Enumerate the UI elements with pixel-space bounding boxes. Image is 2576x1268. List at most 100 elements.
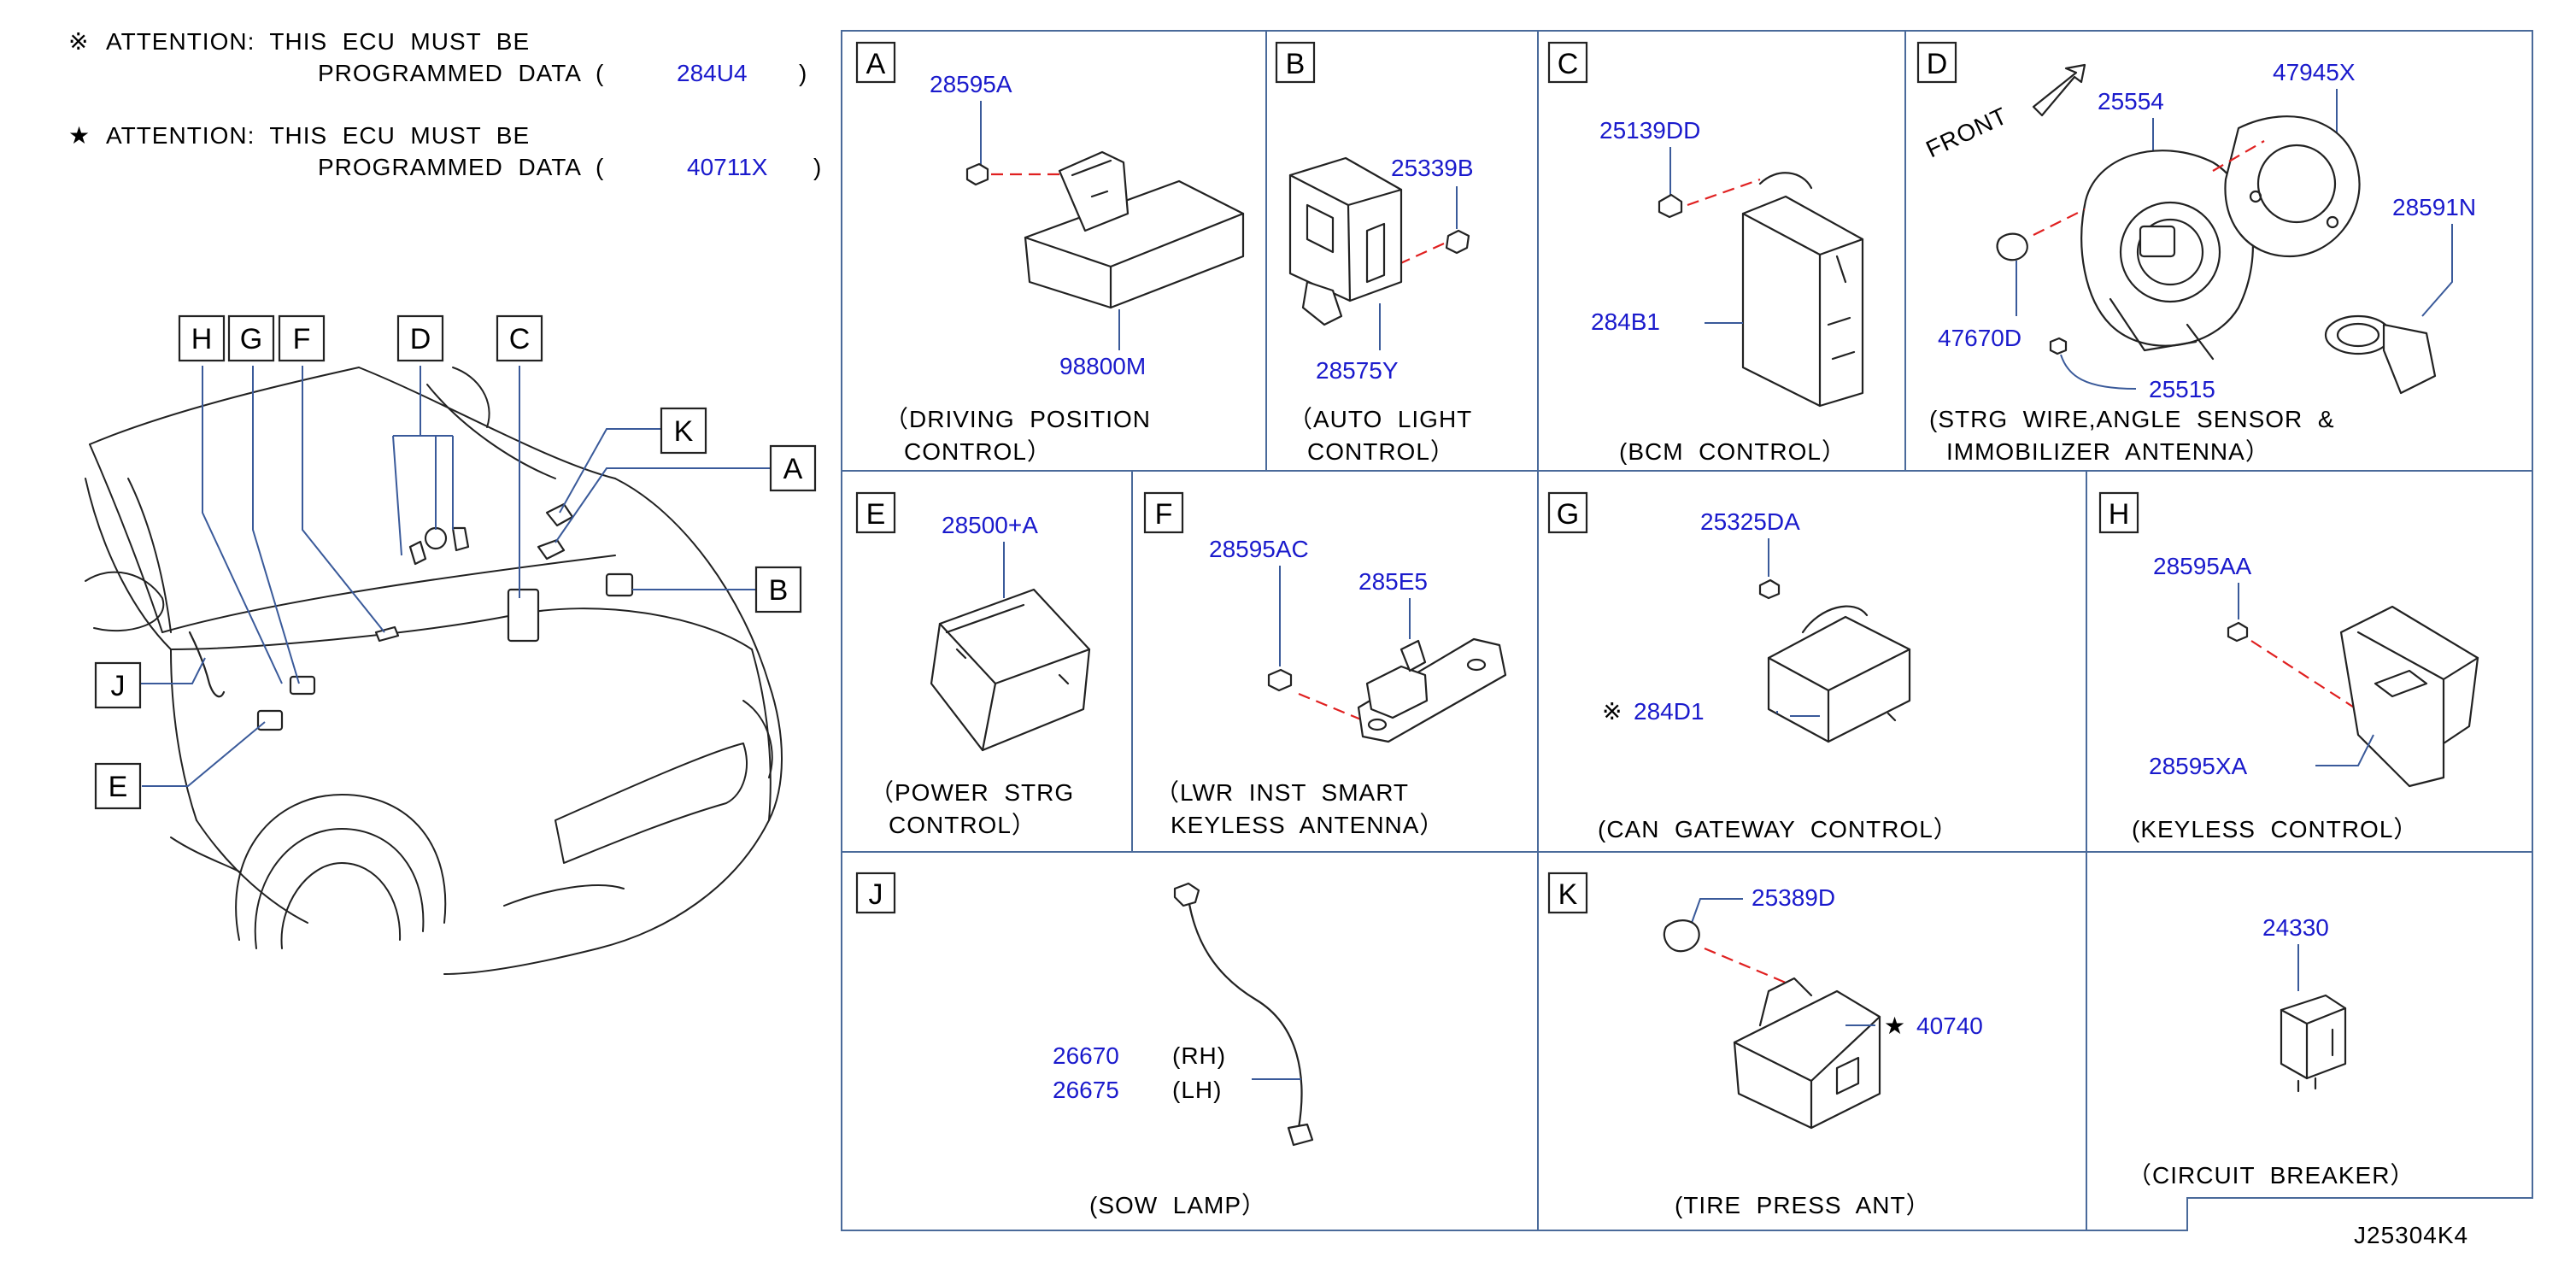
overview-label-h: H bbox=[191, 323, 213, 355]
panel-h: 28595AA 28595XA (KEYLESS CONTROL） bbox=[2132, 553, 2479, 842]
overview-label-e: E bbox=[109, 771, 128, 803]
overview-part-g bbox=[289, 675, 316, 696]
attention-symbol-1: ※ bbox=[68, 28, 89, 55]
vehicle-overview: H G F D C K A B J E bbox=[85, 314, 817, 975]
bolt-a bbox=[965, 162, 989, 186]
attention-close-2: ) bbox=[813, 154, 822, 180]
part-number-285e5: 285E5 bbox=[1358, 568, 1428, 595]
part-number-28595aa: 28595AA bbox=[2153, 553, 2252, 579]
attention-line-2b: PROGRAMMED DATA ( bbox=[318, 154, 604, 180]
caption-g-1: (CAN GATEWAY CONTROL） bbox=[1598, 816, 1958, 842]
attention-line-2a: ATTENTION: THIS ECU MUST BE bbox=[106, 122, 530, 149]
part-number-25325da: 25325DA bbox=[1700, 508, 1800, 535]
panel-g: 25325DA ※ 284D1 (CAN GATEWAY CONTROL） bbox=[1598, 508, 1958, 842]
bcm-unit bbox=[1741, 195, 1864, 408]
part-number-25339b: 25339B bbox=[1391, 155, 1474, 181]
part-number-25389d: 25389D bbox=[1752, 884, 1835, 911]
driving-position-module bbox=[1024, 179, 1245, 309]
attention-close-1: ) bbox=[799, 60, 807, 86]
sow-lamp-head bbox=[1173, 882, 1200, 907]
overview-label-k: K bbox=[674, 415, 694, 448]
part-number-28500a: 28500+A bbox=[942, 512, 1038, 538]
caption-f-1: （LWR INST SMART bbox=[1155, 779, 1409, 806]
part-number-28595xa: 28595XA bbox=[2149, 753, 2248, 779]
bolt-c bbox=[1658, 193, 1683, 219]
caption-d-2: IMMOBILIZER ANTENNA） bbox=[1946, 438, 2270, 465]
panel-letter-c: C bbox=[1558, 48, 1579, 80]
part-number-28595ac: 28595AC bbox=[1209, 536, 1309, 562]
overview-part-d3 bbox=[408, 540, 427, 566]
bolt-h bbox=[2227, 621, 2249, 643]
panel-k: 25389D ★ 40740 (TIRE PRESS ANT） bbox=[1663, 884, 1983, 1218]
side-lh: (LH) bbox=[1172, 1077, 1222, 1103]
part-number-28591n: 28591N bbox=[2392, 194, 2476, 220]
part-number-284b1: 284B1 bbox=[1591, 308, 1660, 335]
attention-code-2: 40711X bbox=[687, 154, 768, 180]
part-number-47945x: 47945X bbox=[2273, 59, 2356, 85]
part-number-24330: 24330 bbox=[2262, 914, 2329, 941]
screw-k bbox=[1663, 919, 1700, 953]
bolt-f bbox=[1267, 668, 1293, 692]
part-number-47670d: 47670D bbox=[1938, 325, 2021, 351]
caption-e-1: （POWER STRG bbox=[870, 779, 1074, 806]
overview-part-b bbox=[605, 572, 634, 597]
screw-47670d bbox=[1996, 232, 2028, 261]
caption-k-1: (TIRE PRESS ANT） bbox=[1675, 1192, 1931, 1218]
attention-notes: ※ ATTENTION: THIS ECU MUST BE PROGRAMMED… bbox=[68, 28, 822, 180]
overview-part-d1 bbox=[424, 526, 448, 550]
panel-letter-e: E bbox=[866, 498, 886, 531]
panel-c: 25139DD 284B1 (BCM CONTROL） bbox=[1591, 117, 1864, 465]
overview-label-g: G bbox=[240, 323, 262, 355]
caption-b-1: （AUTO LIGHT bbox=[1288, 406, 1472, 432]
attention-mark-g: ※ bbox=[1602, 698, 1622, 725]
panel-circuit-breaker: 24330 （CIRCUIT BREAKER） bbox=[2127, 914, 2415, 1189]
caption-h-1: (KEYLESS CONTROL） bbox=[2132, 816, 2418, 842]
panel-letter-d: D bbox=[1927, 48, 1948, 80]
panel-letter-g: G bbox=[1557, 498, 1579, 531]
caption-c-1: (BCM CONTROL） bbox=[1619, 438, 1846, 465]
attention-line-1b: PROGRAMMED DATA ( bbox=[318, 60, 604, 86]
panel-letter-f: F bbox=[1155, 498, 1173, 531]
caption-f-2: KEYLESS ANTENNA） bbox=[1171, 812, 1444, 838]
can-gateway-module bbox=[1767, 615, 1911, 743]
panel-f: 28595AC 285E5 （LWR INST SMART KEYLESS AN… bbox=[1155, 536, 1507, 838]
overview-label-j: J bbox=[111, 670, 126, 702]
part-number-26675: 26675 bbox=[1053, 1077, 1119, 1103]
caption-a-2: CONTROL） bbox=[904, 438, 1052, 465]
overview-part-f bbox=[374, 625, 400, 643]
part-number-25515: 25515 bbox=[2149, 376, 2215, 402]
part-number-28575y: 28575Y bbox=[1316, 357, 1399, 384]
part-number-40740: 40740 bbox=[1916, 1013, 1983, 1039]
panel-j: 26670 (RH) 26675 (LH) (SOW LAMP） bbox=[1053, 882, 1314, 1218]
part-number-284d1: 284D1 bbox=[1634, 698, 1705, 725]
part-number-26670: 26670 bbox=[1053, 1042, 1119, 1069]
panel-grid bbox=[841, 30, 2533, 1231]
tire-pressure-antenna bbox=[1733, 989, 1881, 1130]
panel-letter-k: K bbox=[1558, 878, 1578, 911]
overview-label-a: A bbox=[783, 453, 803, 485]
circuit-breaker bbox=[2280, 994, 2347, 1080]
auto-light-control-unit bbox=[1288, 156, 1403, 302]
panel-d: FRONT 25554 47945X 28591N 47670D 25515 (… bbox=[1922, 59, 2476, 465]
caption-b-2: CONTROL） bbox=[1307, 438, 1455, 465]
attention-code-1: 284U4 bbox=[677, 60, 748, 86]
caption-l-1: （CIRCUIT BREAKER） bbox=[2127, 1162, 2415, 1189]
overview-part-d2 bbox=[451, 526, 470, 552]
sow-lamp-connector bbox=[1287, 1123, 1314, 1147]
caption-d-1: (STRG WIRE,ANGLE SENSOR & bbox=[1929, 406, 2335, 432]
immobilizer-antenna bbox=[2324, 314, 2392, 355]
overview-part-c bbox=[507, 588, 540, 643]
sow-lamp-harness bbox=[1188, 902, 1303, 1130]
part-number-25139dd: 25139DD bbox=[1599, 117, 1700, 144]
panel-a: 28595A 98800M （DRIVING POSITION CONTROL） bbox=[884, 71, 1245, 465]
attention-mark-k: ★ bbox=[1884, 1013, 1906, 1039]
bolt-g bbox=[1758, 578, 1781, 600]
part-number-25554: 25554 bbox=[2098, 88, 2164, 114]
attention-symbol-2: ★ bbox=[68, 122, 91, 149]
overview-label-b: B bbox=[769, 574, 789, 607]
side-rh: (RH) bbox=[1172, 1042, 1226, 1069]
overview-part-e bbox=[256, 709, 284, 731]
front-label: FRONT bbox=[1922, 102, 2011, 162]
overview-part-a bbox=[537, 538, 566, 561]
